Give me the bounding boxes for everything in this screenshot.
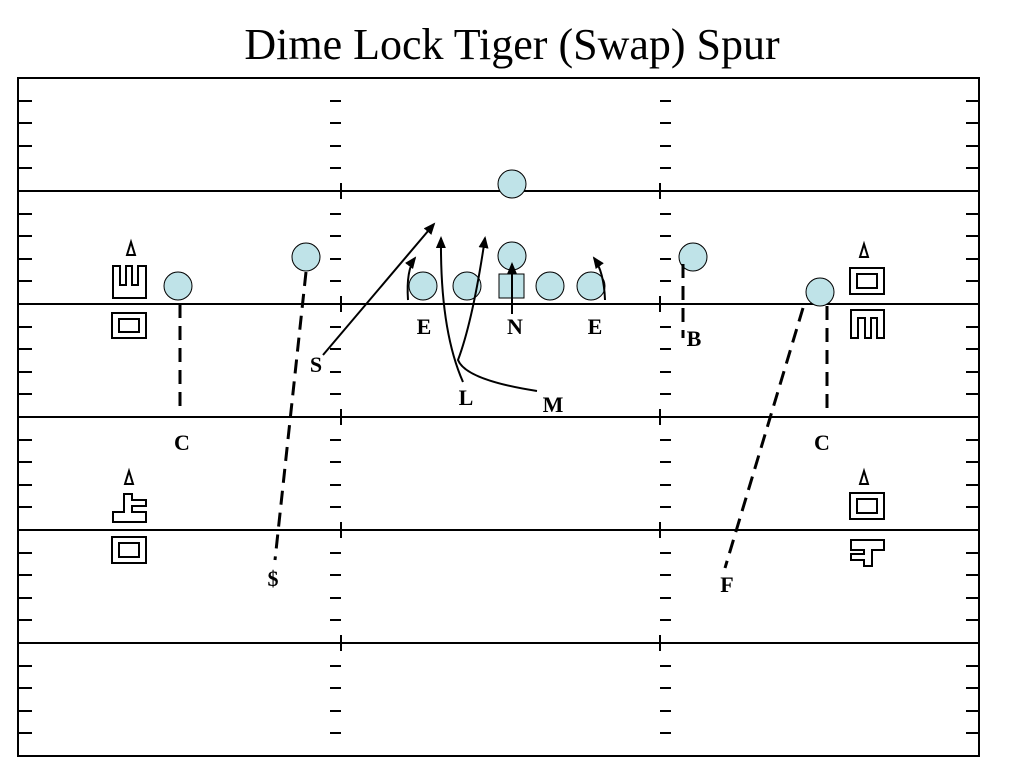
end-left-route	[405, 256, 417, 301]
offense	[163, 169, 835, 307]
dollar-route	[273, 271, 308, 561]
label-sam: S	[310, 352, 322, 377]
lineman-marker	[452, 271, 482, 301]
yard-number-30-icon	[111, 467, 147, 564]
lineman-marker	[535, 271, 565, 301]
label-end-right: E	[588, 314, 603, 339]
wr-marker	[163, 271, 193, 301]
label-free: F	[720, 572, 733, 597]
yard-number-40-icon	[111, 238, 147, 339]
wr-marker	[291, 242, 321, 272]
yard-number-40-icon	[849, 240, 885, 339]
lb-l-route	[435, 236, 464, 383]
label-buck: B	[687, 326, 702, 351]
lb-m-route	[456, 236, 538, 392]
wr-marker	[678, 242, 708, 272]
end-right-route	[592, 256, 606, 301]
label-corner-left: C	[174, 430, 190, 455]
label-corner-right: C	[814, 430, 830, 455]
label-nose: N	[507, 314, 523, 339]
lineman-marker	[408, 271, 438, 301]
lineman-marker	[576, 271, 606, 301]
label-end-left: E	[417, 314, 432, 339]
label-dollar: $	[268, 566, 279, 591]
wr-marker	[805, 277, 835, 307]
hash-marks	[18, 100, 979, 734]
defender-labels: E N E S L M B C C $ F	[174, 314, 830, 597]
free-route	[723, 307, 805, 569]
qb-marker	[497, 169, 527, 199]
sam-blitz-route	[322, 222, 436, 356]
defensive-routes	[322, 222, 606, 392]
diagram-title: Dime Lock Tiger (Swap) Spur	[244, 20, 780, 69]
label-lb-m: M	[543, 392, 564, 417]
coverage-routes	[178, 264, 829, 569]
yard-number-30-icon	[849, 467, 885, 567]
label-lb-l: L	[459, 385, 474, 410]
